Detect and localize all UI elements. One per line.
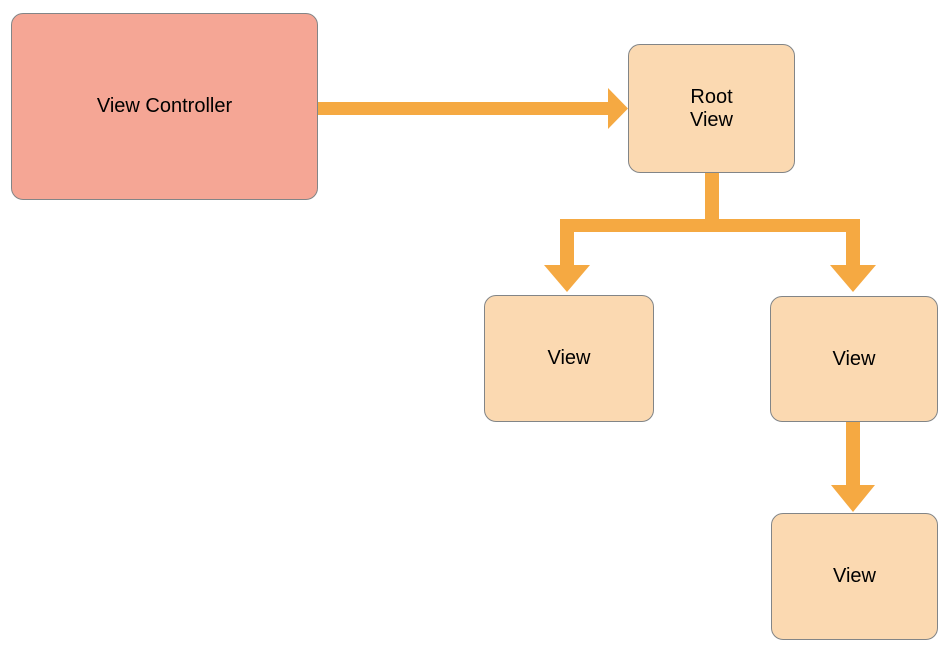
node-root-view: Root View — [628, 44, 795, 173]
arrow-rootview-to-right-view — [830, 219, 876, 292]
node-view-right-label: View — [832, 347, 876, 370]
node-view-controller: View Controller — [11, 13, 318, 200]
node-view-bottom-label: View — [833, 565, 876, 587]
connector-rootview-branch — [560, 172, 860, 232]
node-view-left-label: View — [547, 347, 591, 369]
arrow-rootview-to-left-view — [544, 219, 590, 292]
node-view-left: View — [484, 295, 654, 422]
node-view-right: View — [770, 296, 938, 422]
node-view-bottom: View — [771, 513, 938, 640]
node-view-controller-label: View Controller — [96, 95, 233, 117]
arrow-controller-to-rootview — [318, 88, 628, 129]
node-root-view-label: Root View — [690, 85, 733, 131]
arrow-right-view-to-bottom-view — [831, 421, 875, 512]
